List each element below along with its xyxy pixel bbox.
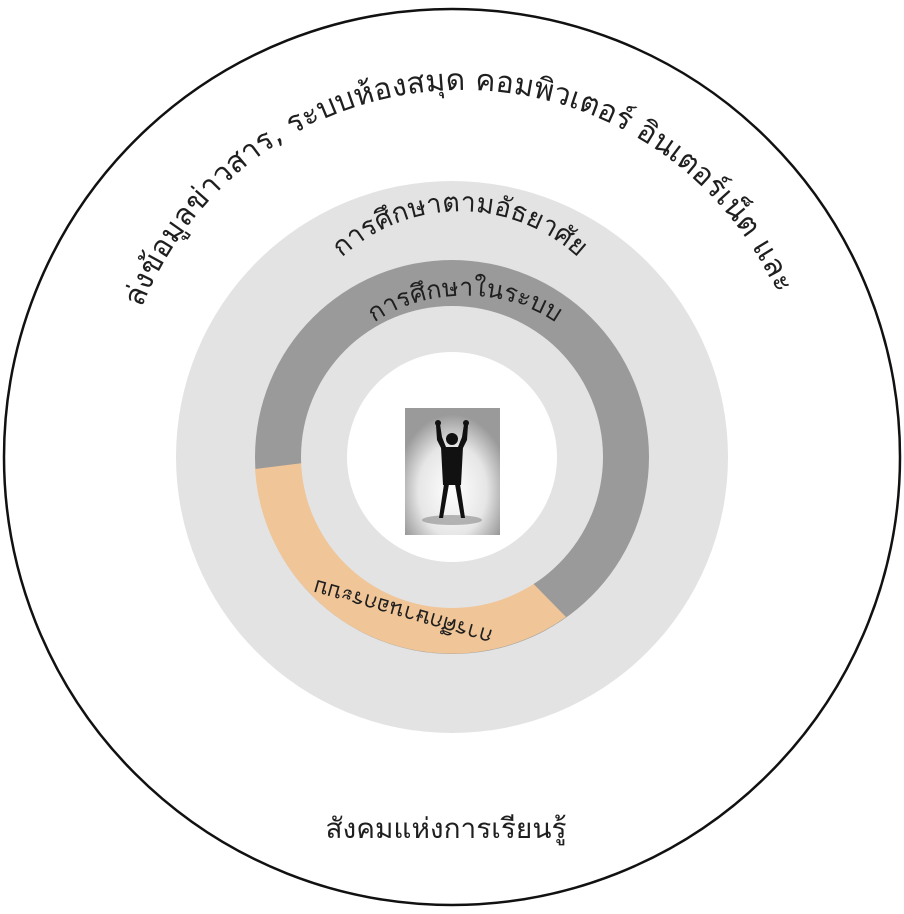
- person-silhouette-icon: [405, 408, 500, 535]
- nonformal-education-segment: [255, 463, 566, 654]
- learning-society-label: สังคมแห่งการเรียนรู้: [325, 812, 566, 846]
